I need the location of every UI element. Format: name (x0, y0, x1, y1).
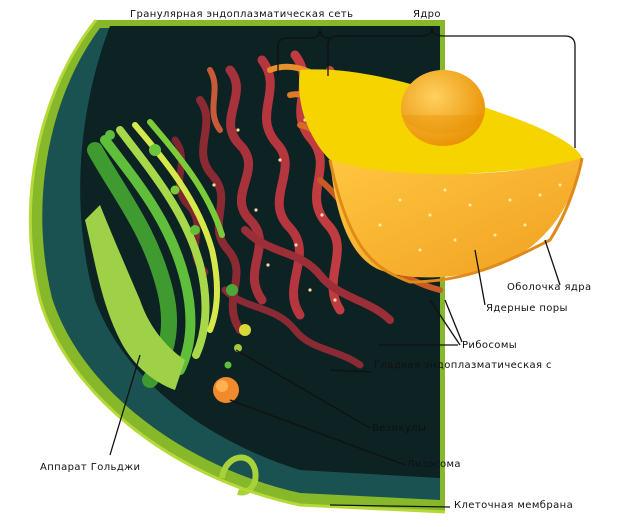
label-cell-membrane: Клеточная мембрана (454, 500, 573, 511)
label-nucleus: Ядро (413, 9, 441, 20)
label-vesicles: Везикулы (372, 423, 426, 434)
nucleus-cut-face (330, 158, 582, 277)
label-lysosome: Лизосома (407, 459, 461, 470)
envelope-leader (545, 240, 560, 285)
label-golgi: Аппарат Гольджи (40, 462, 140, 473)
label-ribosomes: Рибосомы (462, 340, 517, 351)
label-rough-er: Гранулярная эндоплазматическая сеть (130, 9, 353, 20)
label-nuclear-pores: Ядерные поры (486, 303, 568, 314)
label-nuclear-envelope: Оболочка ядра (507, 282, 592, 293)
lysosome (213, 377, 239, 403)
label-smooth-er: Гладкая эндоплазматическая с (374, 360, 552, 371)
nucleolus (401, 70, 485, 146)
